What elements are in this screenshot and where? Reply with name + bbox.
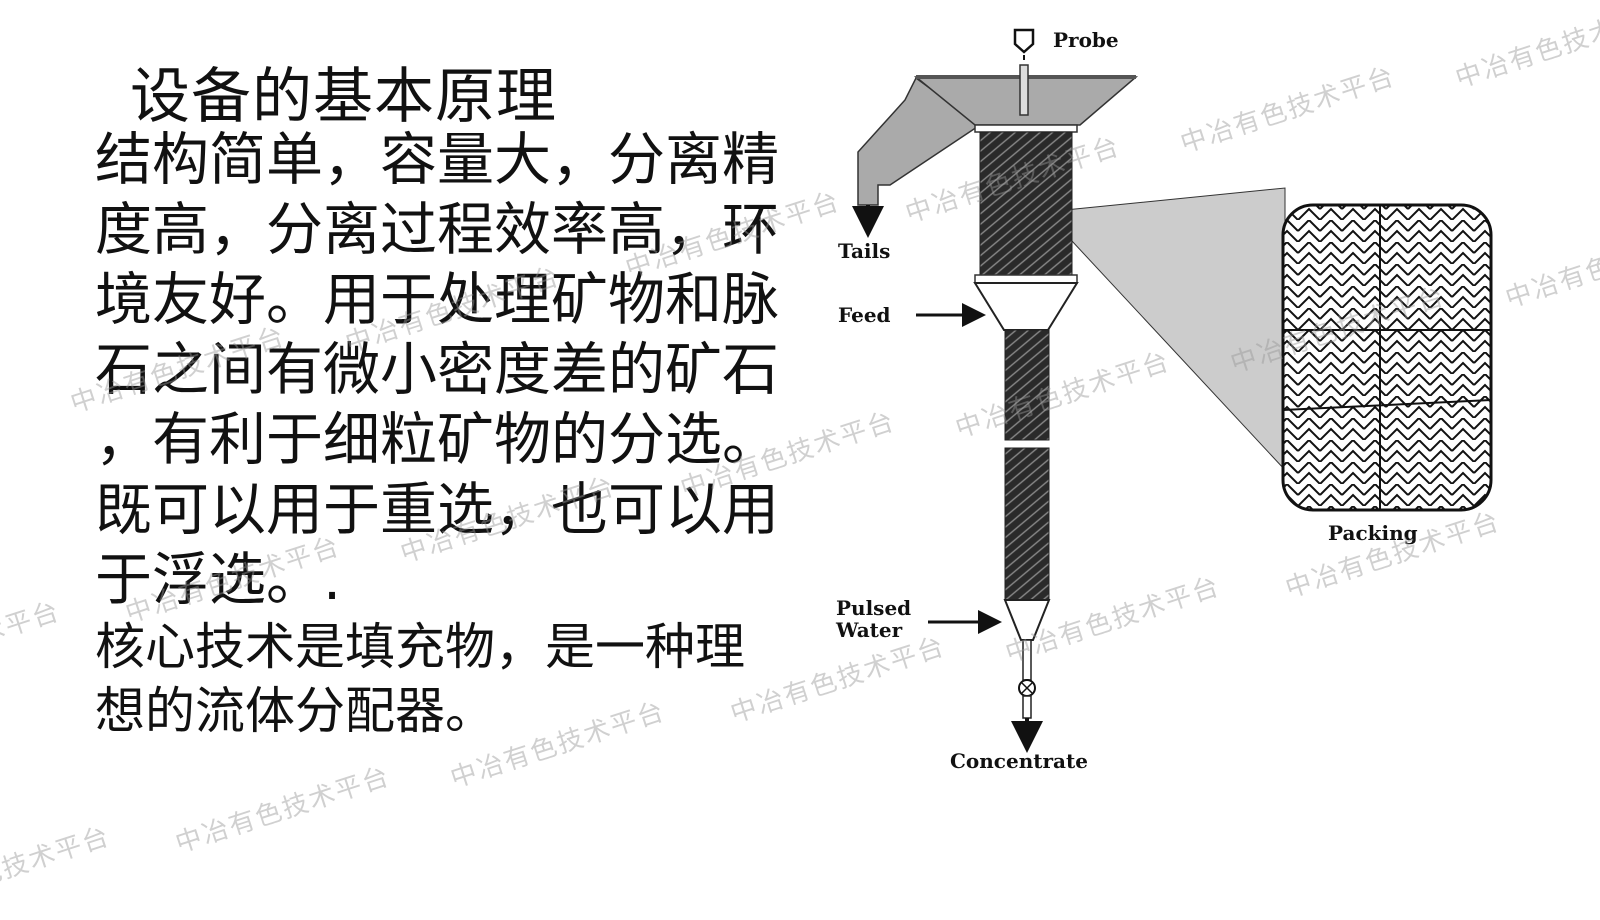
probe-label: Probe: [1053, 28, 1119, 52]
upper-column: [979, 131, 1073, 276]
packing-illustration: [1281, 203, 1493, 512]
packing-label: Packing: [1328, 521, 1418, 545]
tails-label: Tails: [838, 239, 890, 263]
body-line: 度高，分离过程效率高，环: [95, 197, 779, 263]
lower-column: [1004, 329, 1050, 441]
body-line: ，有利于细粒矿物的分选。: [95, 407, 779, 473]
body-line: 想的流体分配器。: [95, 682, 495, 740]
water-label: Water: [835, 618, 903, 642]
body-line: 石之间有微小密度差的矿石: [95, 337, 779, 403]
slide-title: 设备的基本原理: [130, 62, 557, 132]
body-line: 结构简单，容量大，分离精: [95, 127, 779, 193]
feed-label: Feed: [838, 303, 891, 327]
tails-launder: [857, 76, 982, 206]
probe-icon: [1013, 28, 1035, 116]
column-flotation-diagram: Probe Tails Feed Pulsed Water Concentrat…: [835, 28, 1493, 773]
valve-icon: [1018, 679, 1036, 697]
body-line: 境友好。用于处理矿物和脉: [95, 267, 779, 333]
concentrate-label: Concentrate: [950, 749, 1088, 773]
zoom-callout: [1043, 187, 1286, 472]
pulsed-label: Pulsed: [836, 596, 911, 620]
body-line: 核心技术是填充物，是一种理: [95, 618, 745, 676]
body-line: 于浮选。.: [95, 547, 342, 613]
body-line: 既可以用于重选，也可以用: [95, 477, 779, 543]
slide-body: 结构简单，容量大，分离精 度高，分离过程效率高，环 境友好。用于处理矿物和脉 石…: [95, 125, 779, 743]
